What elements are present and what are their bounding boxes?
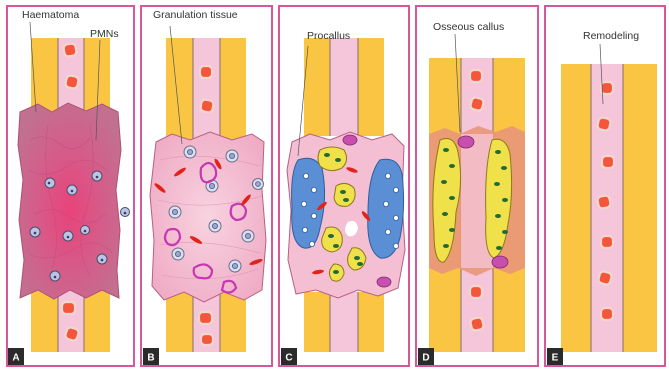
panel-d: Osseous callus D xyxy=(416,6,538,366)
label-haematoma: Haematoma xyxy=(22,9,79,21)
label-granulation-tissue: Granulation tissue xyxy=(153,9,238,21)
panel-d-letter: D xyxy=(422,353,429,364)
label-procallus: Procallus xyxy=(307,30,350,42)
panel-c-letter: C xyxy=(285,353,292,364)
panel-e: Remodeling E xyxy=(545,6,665,366)
panel-e-letter: E xyxy=(552,353,559,364)
granulation-tissue xyxy=(150,132,266,302)
panel-b-letter: B xyxy=(147,353,154,364)
panel-a: Haematoma PMNs A xyxy=(7,6,134,366)
label-pmns: PMNs xyxy=(90,28,119,40)
panel-a-letter: A xyxy=(12,353,19,364)
label-remodeling: Remodeling xyxy=(583,30,639,42)
label-osseous-callus: Osseous callus xyxy=(433,21,504,33)
panel-c: Procallus C xyxy=(279,6,409,366)
panel-b: Granulation tissue B xyxy=(141,6,272,366)
haematoma xyxy=(18,103,121,299)
